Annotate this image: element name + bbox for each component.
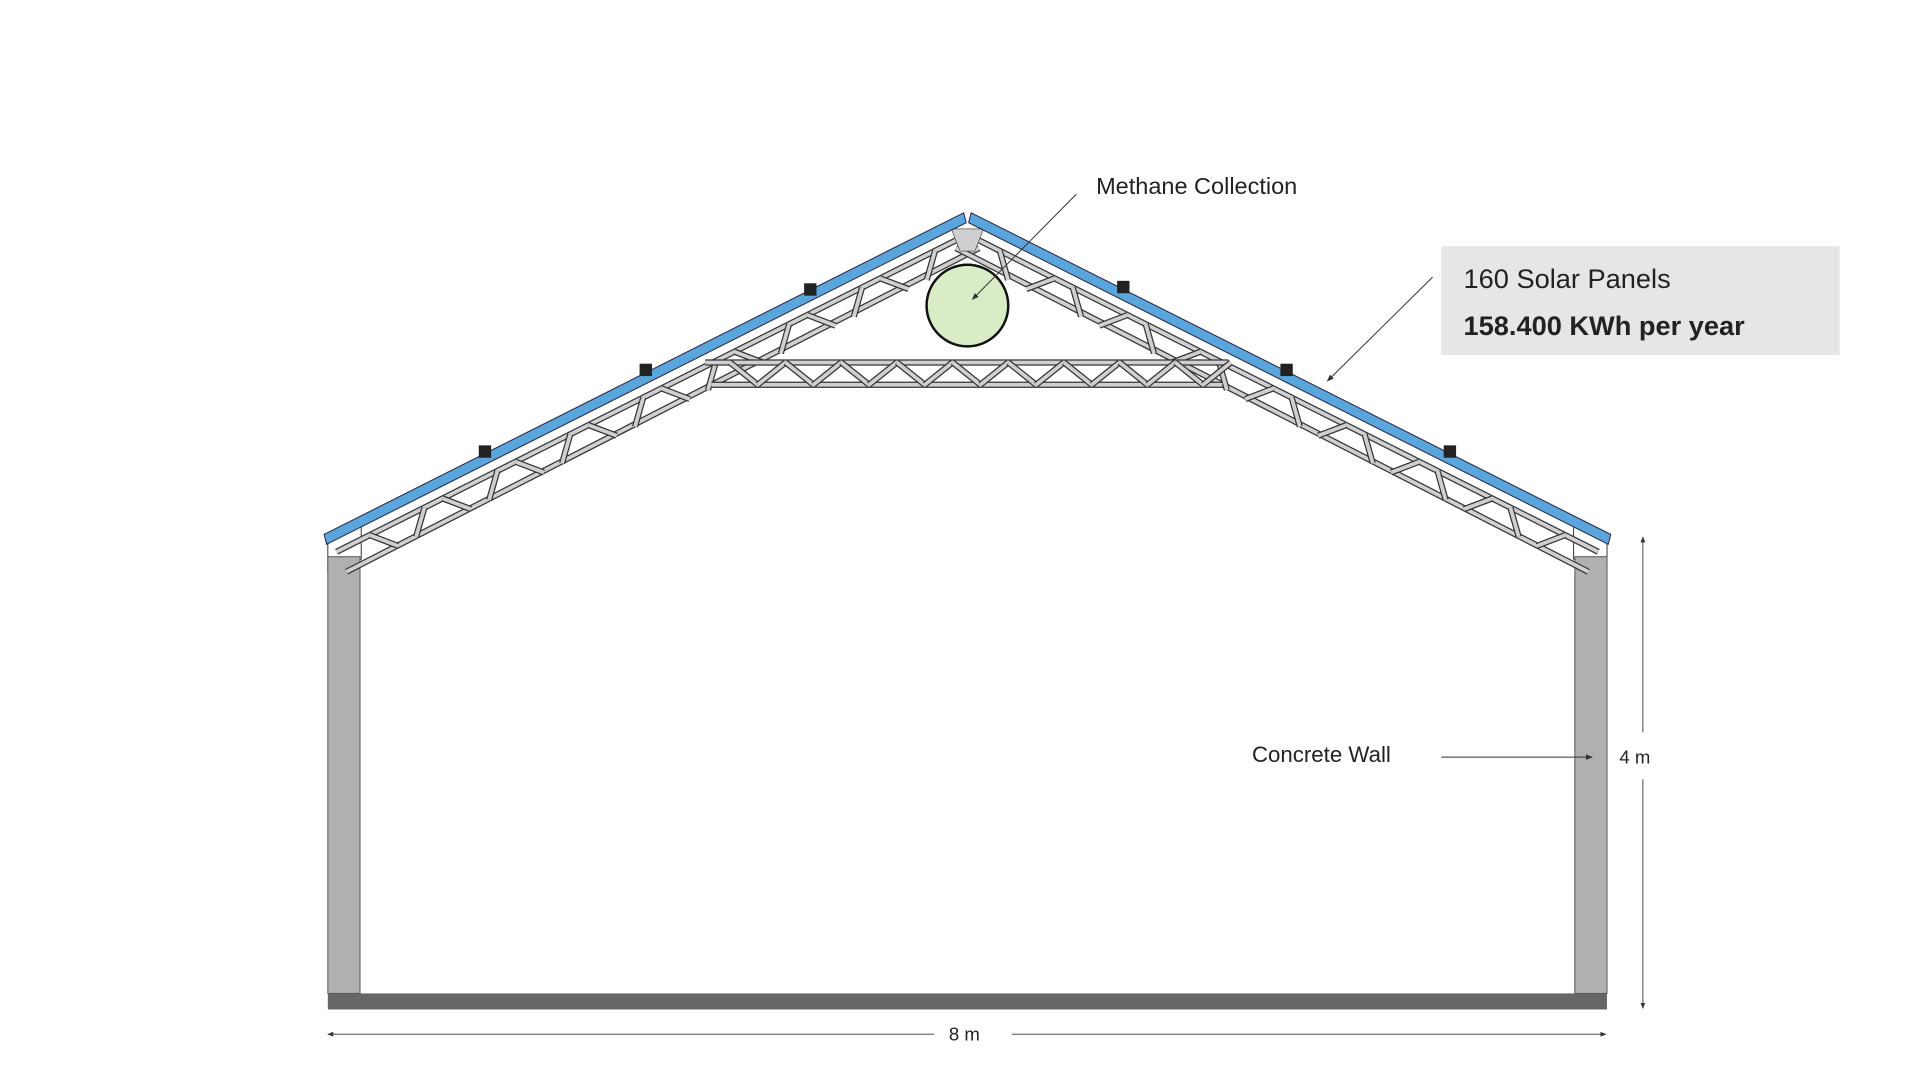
collar-web	[867, 361, 899, 387]
left-rafter-truss-web	[852, 286, 864, 318]
panel-clamp	[804, 283, 817, 296]
right-rafter-truss-web	[1070, 286, 1083, 318]
panel-clamp	[1280, 363, 1293, 377]
left-rafter-truss-web	[706, 360, 718, 391]
right-rafter-truss-web	[1289, 397, 1302, 428]
right-rafter-truss-web	[1508, 507, 1521, 538]
left-rafter-truss-web	[633, 397, 646, 428]
collar-web	[756, 361, 787, 387]
right-rafter-truss-top-chord	[962, 230, 1600, 554]
collar-web	[728, 361, 759, 387]
right-rafter-truss-web	[1244, 386, 1275, 401]
concrete-wall-label: Concrete Wall	[1252, 742, 1391, 767]
left-rafter-truss-web	[587, 423, 618, 438]
collar-web	[1034, 361, 1066, 387]
right-rafter-truss-web	[1362, 433, 1375, 464]
left-rafter-truss-web	[806, 313, 837, 328]
collar-web	[784, 361, 815, 387]
solar-annual-output: 158.400 KWh per year	[1464, 310, 1746, 341]
methane-arrow	[971, 193, 1077, 300]
collar-web	[1118, 361, 1149, 387]
left-rafter-truss-web	[487, 470, 500, 501]
right-concrete-wall	[1574, 556, 1608, 994]
left-rafter-truss-web	[925, 250, 937, 281]
right-rafter-truss-web	[998, 250, 1010, 281]
left-rafter-truss-web	[779, 323, 791, 354]
panel-clamps	[478, 280, 1457, 458]
left-rafter-truss-web	[560, 433, 573, 464]
right-rafter-truss-web	[1435, 470, 1448, 501]
collar-web	[1146, 361, 1177, 387]
collar-web	[1090, 361, 1121, 387]
left-rafter-truss-web	[369, 533, 399, 548]
ridge-wedge	[950, 228, 985, 252]
collar-web	[979, 361, 1010, 387]
solar-arrow	[1326, 276, 1433, 382]
left-rafter-truss-top-chord	[335, 230, 973, 554]
collar-web	[1007, 361, 1038, 387]
solar-panel-count: 160 Solar Panels	[1464, 263, 1671, 294]
right-rafter-truss-web	[1216, 360, 1229, 391]
left-rafter-truss-web	[660, 386, 691, 401]
panel-clamp	[1443, 445, 1457, 458]
roof-truss	[335, 229, 1600, 575]
height-dimension-label: 4 m	[1619, 746, 1650, 767]
floor-slab	[327, 993, 1608, 1010]
collar-web	[1201, 361, 1233, 387]
right-rafter-truss-web	[1390, 460, 1420, 475]
collar-web	[1174, 361, 1205, 387]
collar-web	[951, 361, 982, 387]
panel-clamp	[639, 363, 652, 377]
panel-clamp	[478, 445, 492, 458]
collar-web	[895, 361, 926, 387]
left-rafter-truss-web	[879, 276, 910, 291]
right-rafter-truss-web	[1025, 276, 1056, 291]
collar-web	[840, 361, 871, 387]
left-concrete-wall	[327, 556, 361, 994]
right-rafter-truss-bottom-chord	[955, 246, 1590, 574]
right-rafter-truss-web	[1098, 313, 1129, 328]
solar-panels-left	[323, 212, 967, 546]
collar-web	[1062, 361, 1093, 387]
panel-clamp	[1117, 280, 1130, 294]
methane-tank	[925, 263, 1010, 348]
collar-web	[923, 361, 954, 387]
methane-collection-label: Methane Collection	[1096, 173, 1297, 199]
right-rafter-truss-web	[1143, 323, 1156, 354]
solar-info-box	[1441, 246, 1840, 356]
right-rafter-truss-web	[1317, 423, 1347, 438]
right-rafter-truss-web	[1536, 533, 1566, 548]
solar-panels-right	[968, 212, 1612, 546]
width-dimension-label: 8 m	[949, 1023, 980, 1044]
left-rafter-truss-web	[441, 496, 472, 511]
collar-web	[812, 361, 843, 387]
left-rafter-truss-web	[414, 507, 427, 538]
right-rafter-truss-web	[1463, 496, 1493, 511]
left-rafter-truss-web	[514, 460, 545, 475]
left-rafter-truss-bottom-chord	[345, 246, 980, 574]
